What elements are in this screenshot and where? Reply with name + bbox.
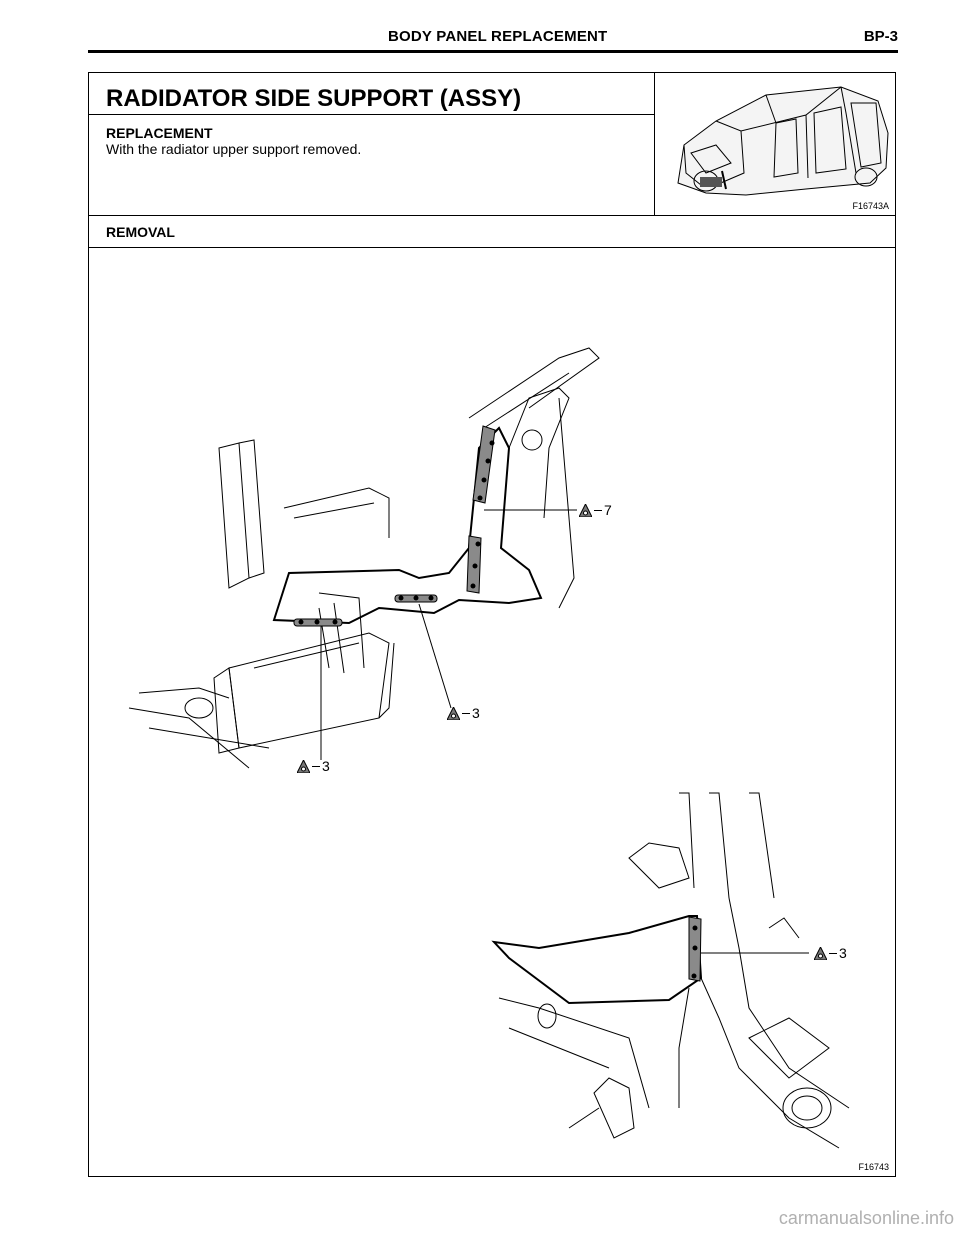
weld-callout-7: 7 <box>579 502 612 518</box>
weld-callout-3a: 3 <box>447 705 480 721</box>
thumbnail-code: F16743A <box>852 201 889 211</box>
vehicle-body-illustration <box>677 86 889 196</box>
removal-heading: REMOVAL <box>106 224 175 240</box>
figure-code: F16743 <box>858 1162 889 1172</box>
page-header: BODY PANEL REPLACEMENT BP-3 <box>88 28 898 48</box>
replacement-heading: REPLACEMENT <box>106 125 213 141</box>
leader-dash <box>312 765 320 767</box>
weld-callout-3c: 3 <box>814 945 847 961</box>
spot-weld-icon <box>814 946 827 960</box>
divider <box>89 215 895 216</box>
weld-count: 3 <box>472 705 480 721</box>
vehicle-thumbnail: F16743A <box>656 73 895 215</box>
weld-count: 3 <box>839 945 847 961</box>
divider <box>89 114 655 115</box>
header-rule <box>88 50 898 53</box>
leader-dash <box>829 952 837 954</box>
section-title: RADIDATOR SIDE SUPPORT (ASSY) <box>106 85 522 112</box>
section-info: RADIDATOR SIDE SUPPORT (ASSY) REPLACEMEN… <box>89 73 655 215</box>
page-number: BP-3 <box>863 28 898 45</box>
replacement-text: With the radiator upper support removed. <box>106 141 362 157</box>
spot-weld-icon <box>297 759 310 773</box>
leader-dash <box>462 712 470 714</box>
header-title: BODY PANEL REPLACEMENT <box>388 28 608 45</box>
leader-dash <box>594 509 602 511</box>
divider <box>89 247 895 248</box>
removal-figure: 7 3 3 3 F16743 <box>89 248 895 1176</box>
watermark: carmanualsonline.info <box>778 1208 954 1228</box>
spot-weld-icon <box>579 503 592 517</box>
content-frame: RADIDATOR SIDE SUPPORT (ASSY) REPLACEMEN… <box>88 72 896 1177</box>
spot-weld-icon <box>447 706 460 720</box>
radiator-support-illustration <box>128 347 850 1149</box>
weld-callout-3b: 3 <box>297 758 330 774</box>
weld-count: 7 <box>604 502 612 518</box>
weld-count: 3 <box>322 758 330 774</box>
